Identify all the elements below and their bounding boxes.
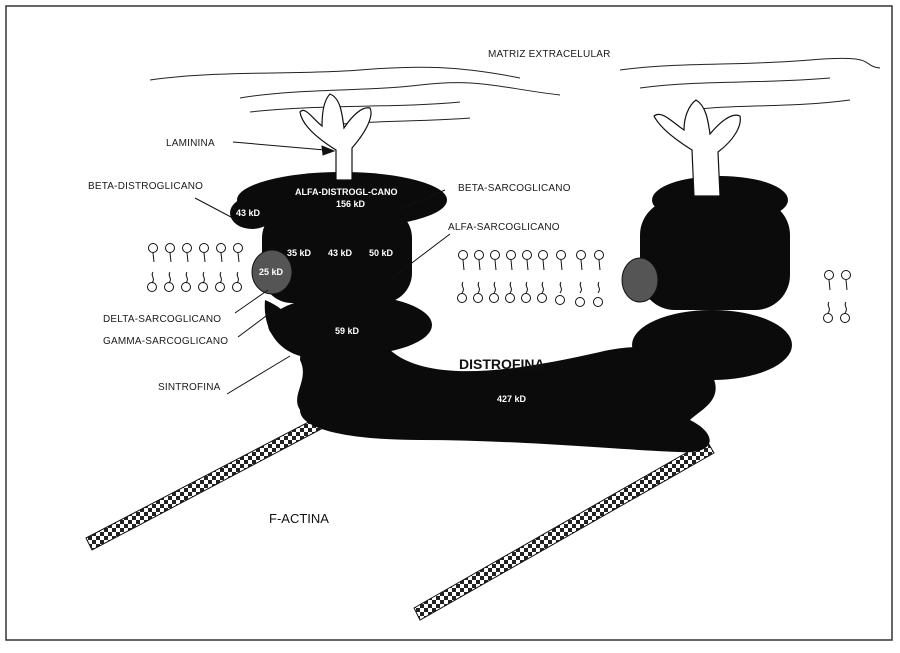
right-delta-sarcoglicano-shape <box>622 258 658 302</box>
laminina-arrow <box>233 142 325 150</box>
distrofina-kd-label: 427 kD <box>497 394 526 404</box>
beta-distroglicano-kd-label: 43 kD <box>236 208 260 218</box>
alfa-distroglicano-kd-label: 156 kD <box>336 199 365 209</box>
sintrofina-kd-label: 59 kD <box>335 326 359 336</box>
right-sintrofina-lobe <box>632 310 792 380</box>
laminina-shape-left <box>300 94 371 180</box>
extracellular-matrix-lines <box>150 58 880 125</box>
delta-sarcoglicano-line <box>235 290 268 313</box>
laminina-label: LAMININA <box>166 138 215 149</box>
f-actin-filament-right <box>414 441 714 620</box>
f-actin-filament-left <box>86 416 325 550</box>
gamma-sarcoglicano-label: GAMMA-SARCOGLICANO <box>103 336 228 347</box>
delta-sarcoglicano-kd-label: 25 kD <box>259 267 283 277</box>
phospholipids-left <box>148 244 243 292</box>
phospholipids-right <box>824 271 851 323</box>
beta-sarcoglicano-label: BETA-SARCOGLICANO <box>458 183 571 194</box>
kd-35-label: 35 kD <box>287 248 311 258</box>
matriz-extracelular-label: MATRIZ EXTRACELULAR <box>488 49 611 60</box>
sintrofina-line <box>227 356 290 394</box>
delta-sarcoglicano-label: DELTA-SARCOGLICANO <box>103 314 221 325</box>
beta-distroglicano-label: BETA-DISTROGLICANO <box>88 181 203 192</box>
kd-50-label: 50 kD <box>369 248 393 258</box>
sintrofina-label: SINTROFINA <box>158 382 221 393</box>
distrofina-label: DISTROFINA <box>459 356 545 372</box>
alfa-distroglicano-label: ALFA-DISTROGL-CANO <box>295 187 398 197</box>
right-membrane-block <box>640 200 790 310</box>
phospholipids-middle <box>458 251 604 307</box>
kd-43-label: 43 kD <box>328 248 352 258</box>
alfa-sarcoglicano-label: ALFA-SARCOGLICANO <box>448 222 560 233</box>
f-actina-label: F-ACTINA <box>269 511 329 526</box>
